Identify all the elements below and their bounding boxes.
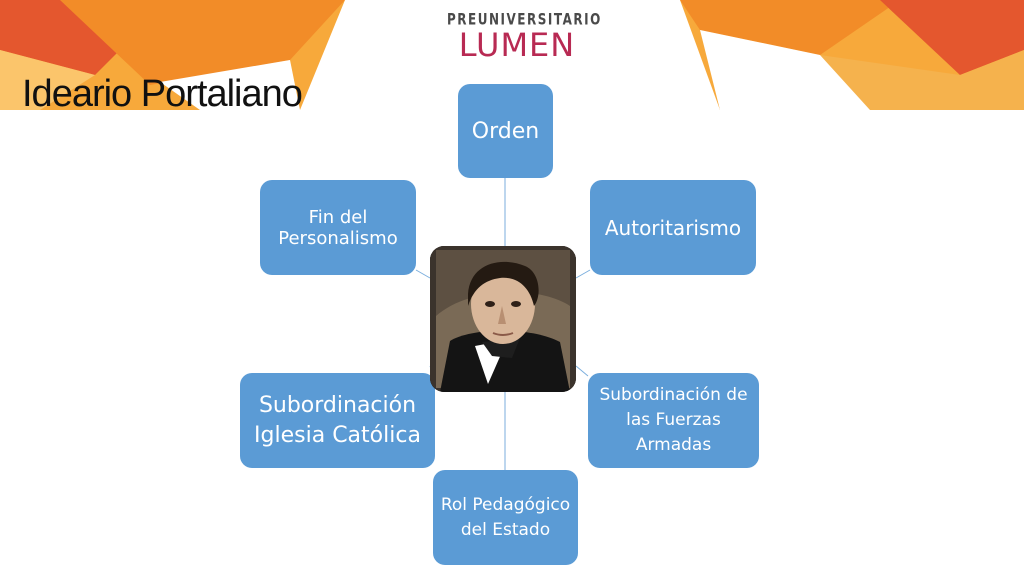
- portrait-image: [430, 246, 576, 392]
- connector-subordinacion-ffaa: [575, 365, 589, 377]
- node-subordinacion-iglesia-label: Subordinación Iglesia Católica: [254, 392, 421, 448]
- node-orden: Orden: [458, 84, 553, 178]
- connector-autoritarismo: [575, 269, 591, 279]
- logo-main-text: LUMEN: [458, 26, 576, 64]
- logo-top-text: PREUNIVERSITARIO: [447, 9, 602, 29]
- node-fin-personalismo: Fin del Personalismo: [260, 180, 416, 275]
- node-fin-personalismo-label: Fin del Personalismo: [278, 206, 398, 249]
- lumen-logo: PREUNIVERSITARIO LUMEN: [447, 9, 602, 64]
- header-decoration: [0, 0, 1024, 110]
- page-title: Ideario Portaliano: [22, 73, 303, 115]
- node-orden-label: Orden: [471, 118, 540, 144]
- node-autoritarismo: Autoritarismo: [590, 180, 756, 275]
- node-subordinacion-iglesia: Subordinación Iglesia Católica: [240, 373, 435, 468]
- node-subordinacion-ffaa: Subordinación de las Fuerzas Armadas: [588, 373, 759, 468]
- connector-fin-personalismo: [415, 269, 431, 279]
- node-rol-pedagogico: Rol Pedagógico del Estado: [433, 470, 578, 565]
- node-rol-pedagogico-label: Rol Pedagógico del Estado: [440, 494, 571, 540]
- node-subordinacion-ffaa-label: Subordinación de las Fuerzas Armadas: [599, 385, 748, 455]
- node-autoritarismo-label: Autoritarismo: [604, 215, 742, 240]
